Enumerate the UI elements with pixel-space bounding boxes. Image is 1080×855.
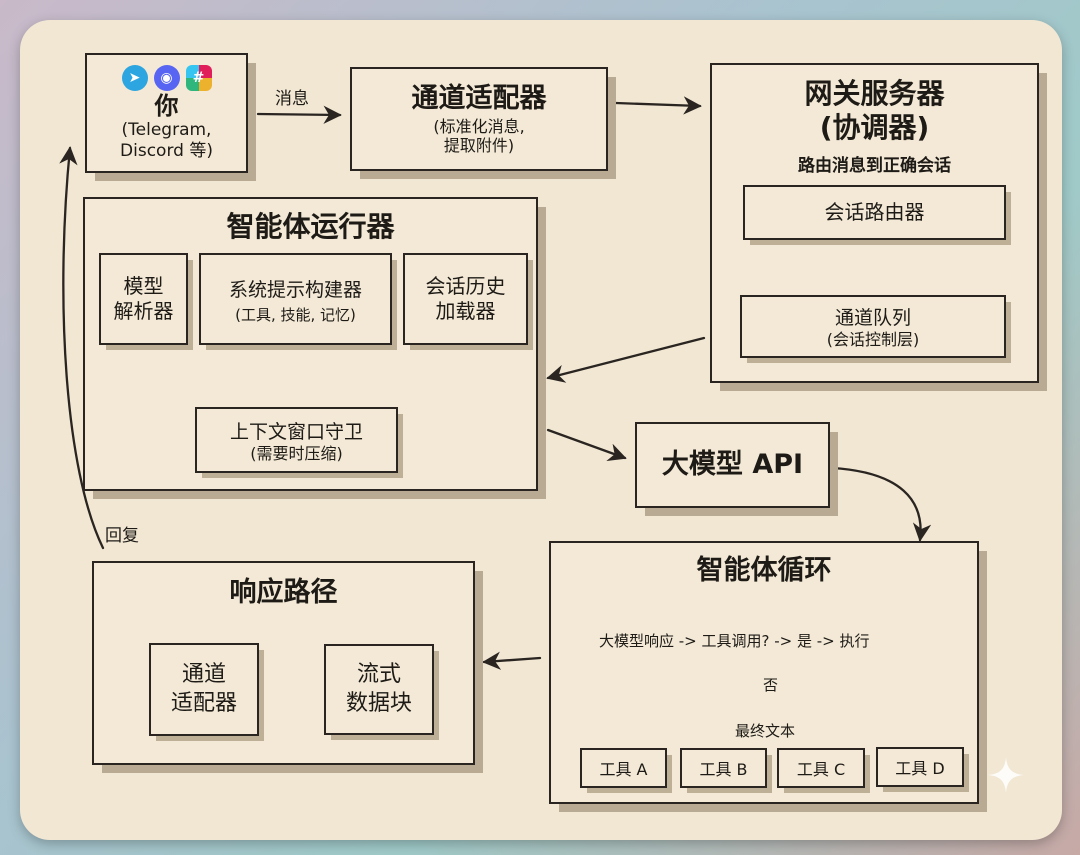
tool-d-box: 工具 D [876,747,964,787]
response-path-title: 响应路径 [229,577,338,608]
context-guard-title: 上下文窗口守卫 [229,420,363,443]
llm-api-box: 大模型 API [635,422,830,508]
channel-queue-box: 通道队列 (会话控制层) [740,295,1006,358]
agent-loop-flow-text: 大模型响应 -> 工具调用? -> 是 -> 执行 [599,632,870,650]
user-title: 你 [154,91,179,120]
discord-icon: ◉ [153,64,180,91]
tool-a-box: 工具 A [580,748,667,788]
user-subtitle: (Telegram, Discord 等) [120,120,213,161]
context-guard-box: 上下文窗口守卫 (需要时压缩) [195,407,398,473]
prompt-builder-title: 系统提示构建器 [228,278,362,301]
agent-loop-title: 智能体循环 [696,555,832,586]
stream-chunk-label: 流式 数据块 [345,661,412,716]
tool-c-box: 工具 C [777,748,865,788]
model-parser-box: 模型 解析器 [99,253,188,345]
gateway-title: 网关服务器 (协调器) [804,77,945,144]
response-adapter-box: 通道 适配器 [149,643,259,736]
message-label: 消息 [275,89,309,109]
tool-c-label: 工具 C [796,760,846,779]
session-router-label: 会话路由器 [824,200,925,224]
reply-label: 回复 [105,526,139,546]
chat-app-icons: ➤ ◉ # [119,64,215,91]
sparkle-icon [988,757,1024,793]
response-adapter-label: 通道 适配器 [170,661,237,716]
session-router-box: 会话路由器 [743,185,1006,240]
channel-queue-title: 通道队列 [834,307,911,330]
gateway-subtitle: 路由消息到正确会话 [798,156,951,176]
agent-loop-final-text: 最终文本 [735,722,796,740]
slack-icon: # [185,64,212,91]
channel-queue-subtitle: (会话控制层) [826,330,920,350]
history-loader-box: 会话历史 加载器 [403,253,528,345]
model-parser-label: 模型 解析器 [113,274,174,323]
agent-loop-no-label: 否 [763,676,779,694]
history-loader-label: 会话历史 加载器 [425,274,506,323]
agent-runner-title: 智能体运行器 [226,210,395,243]
telegram-icon: ➤ [121,64,148,91]
tool-b-label: 工具 B [699,760,748,779]
prompt-builder-box: 系统提示构建器 (工具, 技能, 记忆) [199,253,392,345]
tool-a-label: 工具 A [599,760,648,779]
llm-api-title: 大模型 API [661,449,804,481]
channel-adapter-box: 通道适配器 (标准化消息, 提取附件) [350,67,608,171]
channel-adapter-title: 通道适配器 [411,82,547,114]
user-box: ➤ ◉ # 你 (Telegram, Discord 等) [85,53,248,173]
channel-adapter-subtitle: (标准化消息, 提取附件) [433,116,525,156]
stream-chunk-box: 流式 数据块 [324,644,434,735]
prompt-builder-subtitle: (工具, 技能, 记忆) [235,305,356,324]
tool-d-label: 工具 D [895,759,945,778]
tool-b-box: 工具 B [680,748,767,788]
context-guard-subtitle: (需要时压缩) [250,443,343,463]
